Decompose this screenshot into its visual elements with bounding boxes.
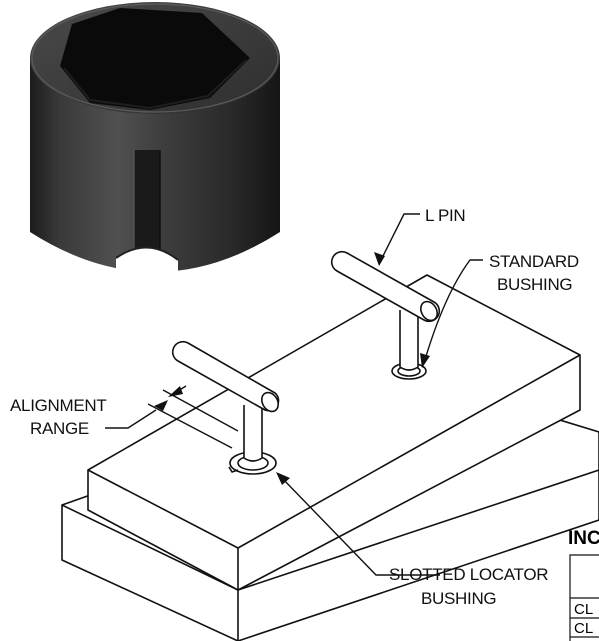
fixture-drawing — [61, 250, 599, 641]
standard-bushing-label-line1: STANDARD — [489, 252, 579, 271]
slotted-bushing-photo — [30, 2, 280, 293]
l-pin-right — [330, 250, 441, 371]
standard-bushing-leader — [423, 259, 483, 364]
table-row-fragment-2: CL — [574, 620, 593, 637]
l-pin-label: L PIN — [425, 206, 465, 225]
table-fragment: INC CL CL — [568, 528, 599, 641]
table-row-fragment-1: CL — [574, 601, 593, 618]
callout-leaders — [105, 213, 483, 576]
l-pin-left — [171, 340, 280, 462]
alignment-range-label-line2: RANGE — [30, 419, 89, 438]
l-pin-leader — [379, 213, 420, 263]
slotted-locator-bushing-label-line1: SLOTTED LOCATOR — [389, 565, 548, 584]
slotted-locator-bushing-label-line2: BUSHING — [421, 589, 496, 608]
slotted-locator-bushing — [228, 451, 277, 475]
fixture-plate — [87, 274, 581, 591]
alignment-range-label-line1: ALIGNMENT — [10, 396, 106, 415]
standard-bushing-label-line2: BUSHING — [497, 275, 572, 294]
table-title-fragment: INC — [568, 528, 599, 549]
alignment-range-leader — [105, 409, 157, 429]
slotted-bushing-leader — [279, 475, 440, 576]
alignment-range-dimension — [147, 389, 239, 449]
